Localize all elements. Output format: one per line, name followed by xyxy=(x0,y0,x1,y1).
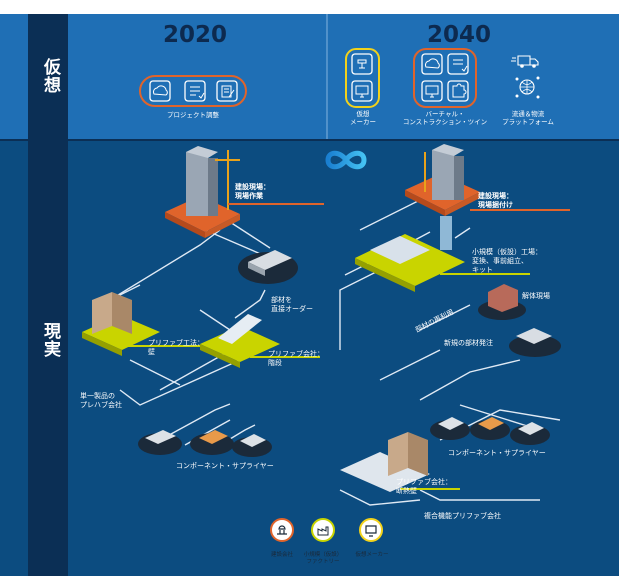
legend-virtual-maker-icon xyxy=(359,518,383,542)
left-site-label-line-2: 現場作業 xyxy=(235,192,263,200)
right-factory-label-line-2: 変換、事前組立、 xyxy=(472,257,528,265)
right-construction-site xyxy=(405,144,480,216)
legend-micro-factory-label: 小規模（仮設） ファクトリー xyxy=(298,552,348,566)
left-order-label-line-2: 直接オーダー xyxy=(271,305,313,313)
project-coordination-group xyxy=(139,75,247,107)
side-label-reality: 現実 xyxy=(40,322,60,358)
left-prefab2-label-line-1: プリファブ会社： xyxy=(268,350,324,358)
left-site-label-line-1: 建設現場： xyxy=(235,183,270,191)
legend-construction-label-line-1: 建設会社 xyxy=(270,552,293,558)
virtual-twin-group xyxy=(413,48,477,108)
legend-construction-icon xyxy=(270,518,294,542)
virtual-twin-label-line-2: コンストラクション・ツイン xyxy=(402,118,488,126)
right-micro-factory xyxy=(355,216,465,292)
side-bar-bottom xyxy=(28,140,68,576)
cloud-icon xyxy=(149,80,171,102)
virtual-maker-group xyxy=(345,48,380,108)
legend-micro-factory-label-line-1: 小規模（仮設） xyxy=(303,552,343,558)
delivery-truck-icon xyxy=(511,55,539,68)
right-prefab-label-line-2: 断熱壁 xyxy=(396,487,417,495)
globe-network-icon xyxy=(515,76,540,99)
right-factory-label-line-1: 小規模（仮設）工場： xyxy=(472,248,542,256)
left-site-label: 建設現場： 現場作業 xyxy=(235,183,270,201)
right-factory-label-line-3: キット xyxy=(472,266,493,274)
virtual-maker-label-line-1: 仮想 xyxy=(356,110,370,118)
platform-label: 流通＆物流 プラットフォーム xyxy=(498,110,558,126)
cloud-icon xyxy=(421,53,443,75)
left-order-label: 部材を 直接オーダー xyxy=(271,296,313,314)
plug-icon xyxy=(351,53,373,75)
left-prefab2-label: プリファブ会社： 階段 xyxy=(268,350,324,368)
checklist-icon xyxy=(184,80,206,102)
clipboard-edit-icon xyxy=(216,80,238,102)
project-coordination-label: プロジェクト調整 xyxy=(167,111,219,119)
legend-micro-factory-label-line-2: ファクトリー xyxy=(306,559,340,565)
right-demolition-label: 解体現場 xyxy=(522,292,550,300)
virtual-maker-label: 仮想 メーカー xyxy=(338,110,388,126)
right-multi-prefab-label: 複合機能プリファブ会社 xyxy=(424,512,501,520)
virtual-maker-label-line-2: メーカー xyxy=(350,118,376,126)
legend-construction-label: 建設会社 xyxy=(262,552,302,559)
left-prefab-wall xyxy=(82,292,160,356)
left-prefab1-label: プリファブ工法： 壁 xyxy=(148,339,204,357)
right-site-label: 建設現場： 現場据付け xyxy=(478,192,513,210)
right-new-order-label: 新規の部材発注 xyxy=(444,339,493,347)
platform-label-line-1: 流通＆物流 xyxy=(511,110,545,118)
checklist-icon xyxy=(447,53,469,75)
left-delivery-truck xyxy=(238,250,298,284)
legend-micro-factory-icon xyxy=(311,518,335,542)
virtual-twin-label: バーチャル・ コンストラクション・ツイン xyxy=(395,110,495,126)
right-factory-label: 小規模（仮設）工場： 変換、事前組立、 キット xyxy=(472,248,542,275)
virtual-band xyxy=(0,14,619,140)
left-supplier-trucks xyxy=(138,430,272,457)
left-prefab1-label-line-2: 壁 xyxy=(148,348,155,356)
legend-virtual-maker-label-line-1: 仮想メーカー xyxy=(355,552,389,558)
monitor-icon xyxy=(421,80,443,102)
puzzle-icon xyxy=(447,80,469,102)
left-single-product-label-line-2: プレハブ会社 xyxy=(80,401,122,409)
right-recycling-site xyxy=(509,328,561,357)
left-prefab-stairs xyxy=(200,314,280,368)
right-site-label-line-1: 建設現場： xyxy=(478,192,513,200)
left-supplier-label: コンポーネント・サプライヤー xyxy=(176,462,274,470)
right-prefab-label: プリファブ会社： 断熱壁 xyxy=(396,478,452,496)
right-prefab-insulated-wall xyxy=(340,432,430,492)
right-site-label-line-2: 現場据付け xyxy=(478,201,513,209)
year-2020: 2020 xyxy=(163,22,228,48)
left-prefab2-label-line-2: 階段 xyxy=(268,359,282,367)
virtual-twin-label-line-1: バーチャル・ xyxy=(425,110,465,118)
left-single-product-label-line-1: 単一製品の xyxy=(80,392,115,400)
right-prefab-label-line-1: プリファブ会社： xyxy=(396,478,452,486)
year-2040: 2040 xyxy=(427,22,492,48)
left-prefab1-label-line-1: プリファブ工法： xyxy=(148,339,204,347)
side-bar-top xyxy=(28,14,68,140)
right-supplier-trucks xyxy=(430,417,550,445)
right-supplier-label: コンポーネント・サプライヤー xyxy=(448,449,546,457)
left-construction-site xyxy=(165,146,240,238)
side-label-virtual: 仮想 xyxy=(40,58,60,94)
infinity-icon xyxy=(325,150,367,170)
platform-label-line-2: プラットフォーム xyxy=(502,118,554,126)
left-single-product-label: 単一製品の プレハブ会社 xyxy=(80,392,122,410)
legend-virtual-maker-label: 仮想メーカー xyxy=(350,552,394,559)
monitor-icon xyxy=(351,80,373,102)
right-demolition-site xyxy=(478,284,526,320)
left-order-label-line-1: 部材を xyxy=(271,296,292,304)
